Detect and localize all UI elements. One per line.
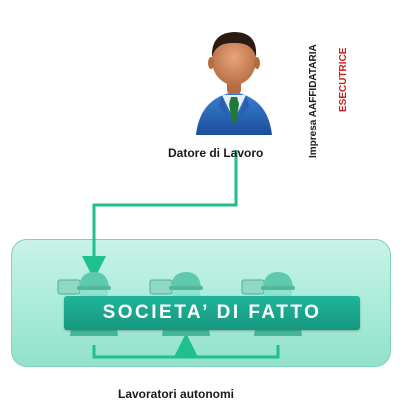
executor-role-label: ESECUTRICE: [338, 47, 349, 112]
employer-label: Datore di Lavoro: [168, 146, 264, 160]
workers-label: Lavoratori autonomi: [118, 387, 235, 401]
businessman-avatar-icon: [196, 32, 272, 135]
society-band: [64, 296, 360, 330]
employer-connector-line: [82, 150, 238, 280]
society-label: SOCIETA’ DI FATTO: [102, 302, 322, 323]
contractor-role-label: Impresa AAFFIDATARIA: [308, 44, 319, 158]
